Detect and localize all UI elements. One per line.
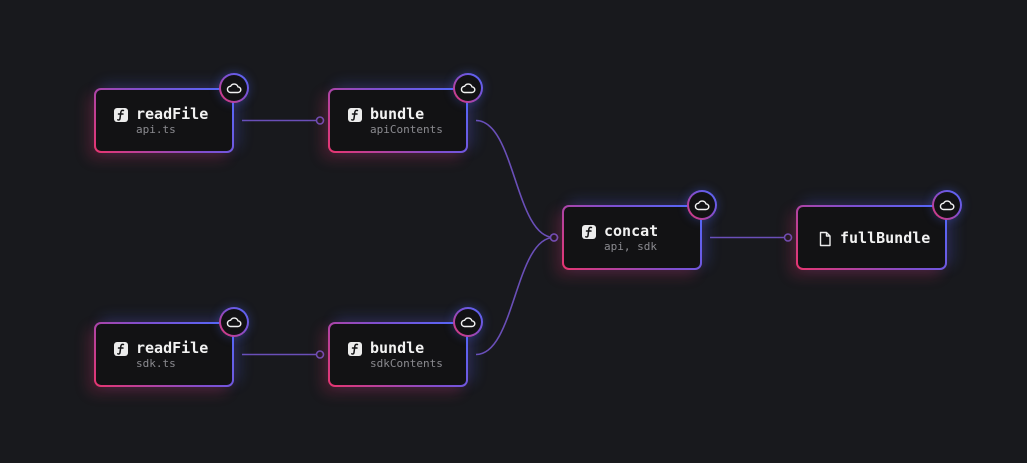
cloud-badge[interactable] bbox=[932, 190, 962, 220]
node-subtitle: api, sdk bbox=[604, 239, 657, 253]
cloud-icon bbox=[226, 83, 242, 94]
function-icon bbox=[348, 107, 362, 122]
function-icon bbox=[348, 341, 362, 356]
edge-handle[interactable] bbox=[549, 233, 559, 242]
node-read-sdk[interactable]: readFile sdk.ts bbox=[94, 322, 234, 387]
edge-bundle-api-to-concat bbox=[475, 119, 555, 239]
node-subtitle: sdk.ts bbox=[136, 356, 176, 370]
edge-bundle-sdk-to-concat bbox=[475, 236, 555, 356]
node-concat[interactable]: concat api, sdk bbox=[562, 205, 702, 270]
node-read-api[interactable]: readFile api.ts bbox=[94, 88, 234, 153]
file-icon bbox=[819, 231, 831, 246]
edge-handle[interactable] bbox=[783, 233, 793, 242]
edge-handle[interactable] bbox=[315, 350, 325, 359]
cloud-icon bbox=[460, 317, 476, 328]
cloud-icon bbox=[226, 317, 242, 328]
node-subtitle: sdkContents bbox=[370, 356, 443, 370]
function-icon bbox=[582, 224, 596, 239]
edge-handle[interactable] bbox=[315, 116, 325, 125]
cloud-icon bbox=[460, 83, 476, 94]
cloud-badge[interactable] bbox=[219, 307, 249, 337]
node-title: bundle bbox=[370, 338, 425, 357]
function-icon bbox=[114, 107, 128, 122]
function-icon bbox=[114, 341, 128, 356]
cloud-icon bbox=[939, 200, 955, 211]
cloud-badge[interactable] bbox=[219, 73, 249, 103]
node-title: concat bbox=[604, 221, 659, 240]
node-subtitle: apiContents bbox=[370, 122, 443, 136]
cloud-badge[interactable] bbox=[453, 307, 483, 337]
cloud-badge[interactable] bbox=[687, 190, 717, 220]
node-title: readFile bbox=[136, 104, 209, 123]
node-subtitle: api.ts bbox=[136, 122, 176, 136]
node-bundle-sdk[interactable]: bundle sdkContents bbox=[328, 322, 468, 387]
cloud-badge[interactable] bbox=[453, 73, 483, 103]
node-title: readFile bbox=[136, 338, 209, 357]
node-bundle-api[interactable]: bundle apiContents bbox=[328, 88, 468, 153]
node-title: bundle bbox=[370, 104, 425, 123]
node-title: fullBundle bbox=[840, 228, 931, 247]
node-full-bundle[interactable]: fullBundle bbox=[796, 205, 947, 270]
cloud-icon bbox=[694, 200, 710, 211]
